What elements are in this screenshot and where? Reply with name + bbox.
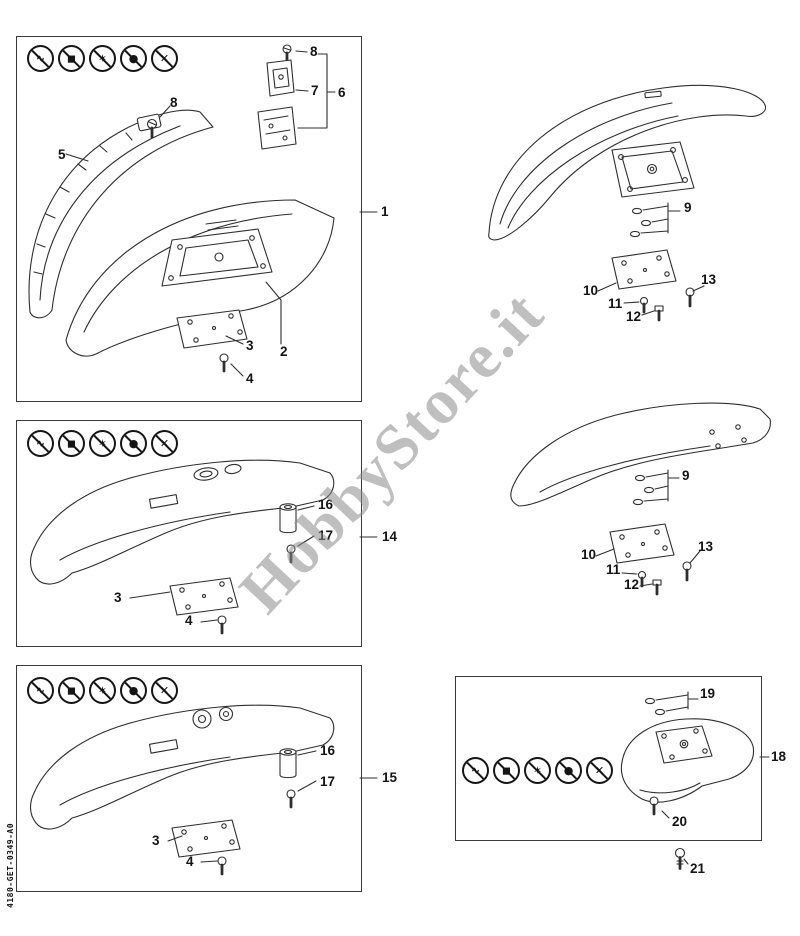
no-shredder-disc-icon: ●: [120, 430, 147, 457]
callout-7: 7: [311, 83, 319, 98]
no-cross-blade-icon: ✕: [586, 757, 613, 784]
panel-deflector-assembly-1: [16, 36, 362, 402]
no-three-wing-blade-icon: ✶: [89, 430, 116, 457]
no-shredder-disc-icon: ●: [120, 677, 147, 704]
callout-11: 11: [606, 562, 621, 577]
no-square-blade-icon: ◼: [493, 757, 520, 784]
callout-2: 2: [280, 344, 288, 359]
callout-3: 3: [152, 833, 160, 848]
no-saw-chain-icon: ∿: [27, 430, 54, 457]
callout-1: 1: [381, 204, 389, 219]
no-three-wing-blade-icon: ✶: [524, 757, 551, 784]
callout-19: 19: [700, 686, 716, 701]
callout-8-top: 8: [310, 44, 318, 59]
document-code: 4180-GET-0349-A0: [6, 822, 15, 908]
callout-11: 11: [608, 296, 623, 311]
no-cross-blade-icon: ✕: [151, 430, 178, 457]
callout-12: 12: [624, 577, 640, 592]
panel-deflector-assembly-14: [16, 420, 362, 647]
callout-16: 16: [320, 743, 336, 758]
callout-13: 13: [698, 539, 714, 554]
no-saw-chain-icon: ∿: [462, 757, 489, 784]
no-three-wing-blade-icon: ✶: [89, 45, 116, 72]
callout-4: 4: [185, 613, 193, 628]
no-square-blade-icon: ◼: [58, 677, 85, 704]
callout-9: 9: [684, 200, 692, 215]
callout-20: 20: [672, 814, 688, 829]
no-cross-blade-icon: ✕: [151, 677, 178, 704]
panel-guard-assembly-18: [455, 676, 762, 841]
no-three-wing-blade-icon: ✶: [89, 677, 116, 704]
callout-5: 5: [58, 147, 66, 162]
no-square-blade-icon: ◼: [58, 45, 85, 72]
callout-16: 16: [318, 497, 334, 512]
callout-14: 14: [382, 529, 398, 544]
callout-4: 4: [246, 371, 254, 386]
callout-10: 10: [581, 547, 597, 562]
callout-12: 12: [626, 309, 642, 324]
callout-6: 6: [338, 85, 346, 100]
callout-13: 13: [701, 272, 717, 287]
callout-8-left: 8: [170, 95, 178, 110]
callout-15: 15: [382, 770, 398, 785]
callout-18: 18: [771, 749, 787, 764]
no-saw-chain-icon: ∿: [27, 45, 54, 72]
art-deflector-top-1: [488, 84, 767, 322]
callout-17: 17: [320, 774, 336, 789]
callout-9: 9: [682, 468, 690, 483]
no-cross-blade-icon: ✕: [151, 45, 178, 72]
callout-3: 3: [246, 338, 254, 353]
callout-17: 17: [318, 528, 334, 543]
callout-10: 10: [583, 283, 599, 298]
callout-3: 3: [114, 590, 122, 605]
no-shredder-disc-icon: ●: [555, 757, 582, 784]
art-deflector-top-2: [510, 402, 771, 596]
no-square-blade-icon: ◼: [58, 430, 85, 457]
no-saw-chain-icon: ∿: [27, 677, 54, 704]
callout-21: 21: [690, 861, 706, 876]
no-shredder-disc-icon: ●: [120, 45, 147, 72]
callout-4: 4: [186, 854, 194, 869]
